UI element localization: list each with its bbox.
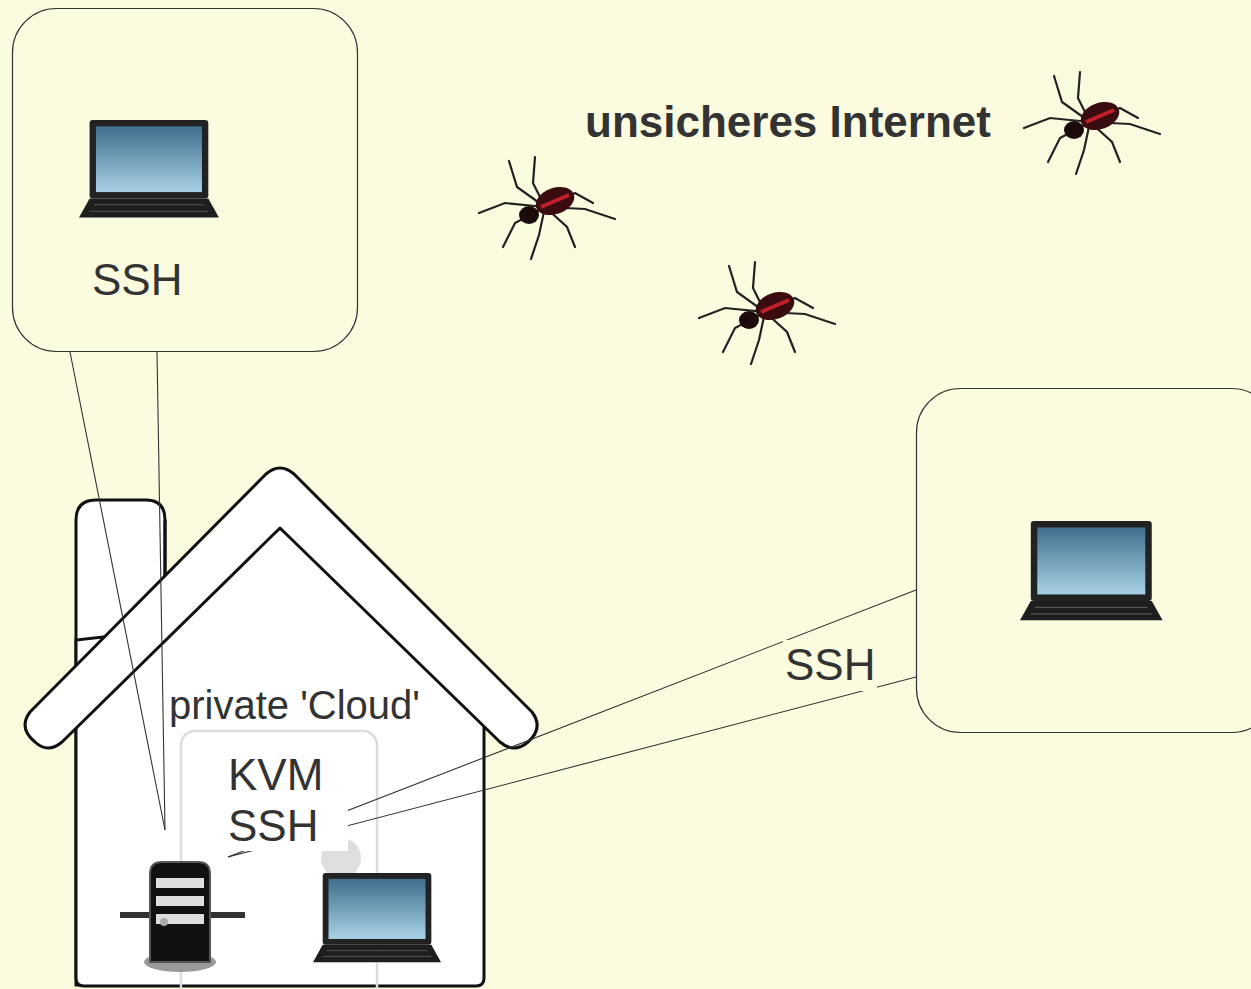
node-label: KVM SSH <box>226 750 348 851</box>
grey-dot <box>321 838 361 878</box>
node-label: private 'Cloud' <box>167 682 422 728</box>
node-label: SSH <box>783 640 877 691</box>
laptop-icon <box>79 120 219 218</box>
vm-box: KVM SSH <box>180 730 378 989</box>
laptop-icon <box>313 873 441 962</box>
server-icon <box>120 862 245 972</box>
house: private 'Cloud' KVM SSH <box>18 465 542 989</box>
bubble-outline <box>12 8 358 352</box>
bubble-tail <box>70 352 916 857</box>
bubble-outline <box>916 388 1251 733</box>
speech-bubble: SSH <box>12 8 358 352</box>
spider <box>479 157 615 259</box>
diagram-title: unsicheres Internet <box>585 97 991 147</box>
node-label: SSH <box>92 255 182 306</box>
spider <box>1024 72 1160 174</box>
spider <box>699 262 835 364</box>
laptop-icon <box>1020 521 1163 620</box>
speech-bubble: SSH <box>916 388 1251 733</box>
